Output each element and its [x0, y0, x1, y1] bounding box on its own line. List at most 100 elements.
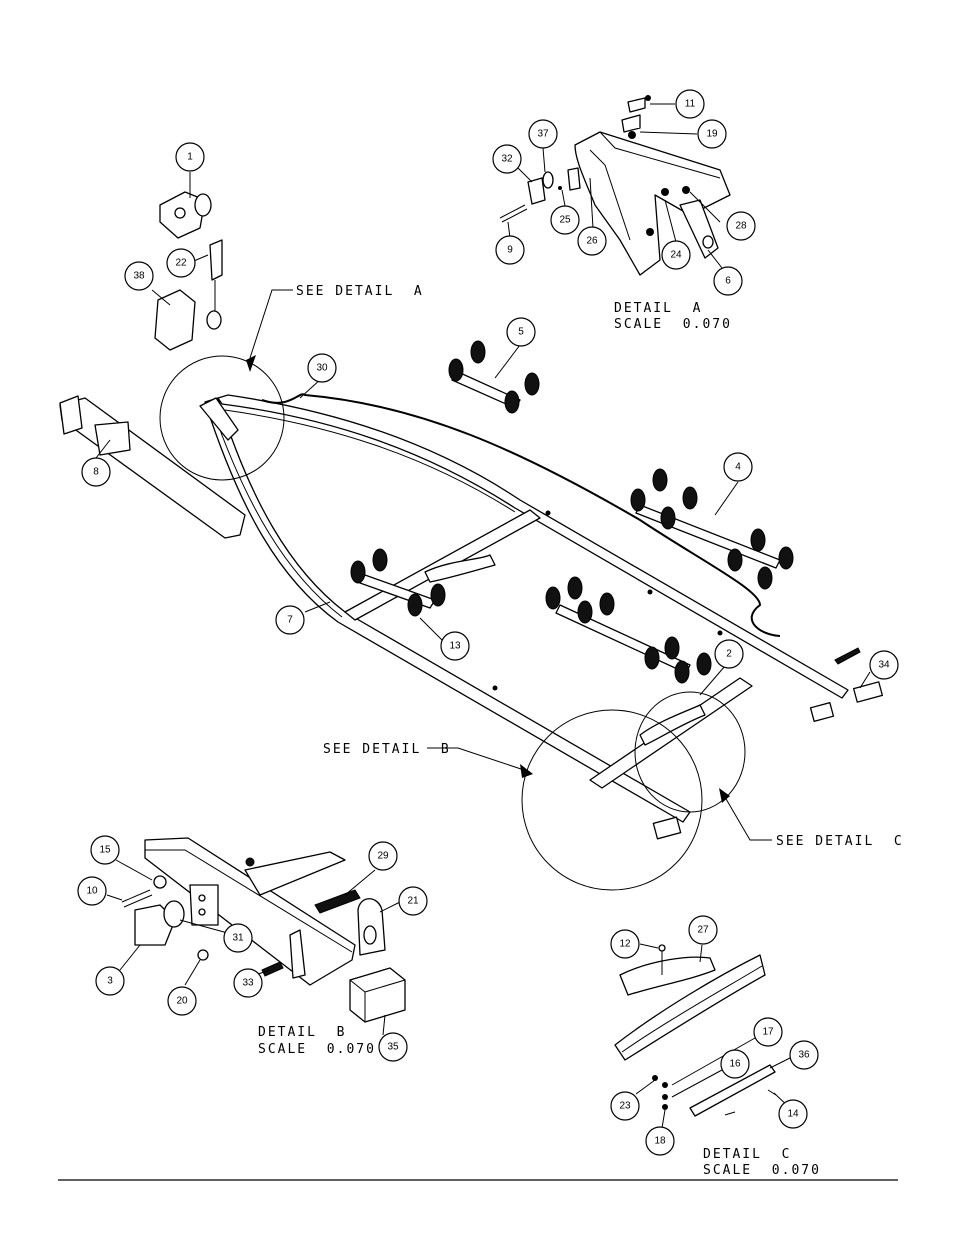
part-bubble-23: 23 [610, 1091, 640, 1121]
svg-text:19: 19 [706, 129, 718, 140]
detail-a-title: DETAIL A [614, 301, 702, 316]
svg-text:24: 24 [670, 250, 682, 261]
part-bubble-9: 9 [495, 235, 525, 265]
svg-text:37: 37 [537, 129, 549, 140]
svg-text:4: 4 [735, 462, 741, 473]
part-bubble-38: 38 [124, 261, 154, 291]
part-bubble-19: 19 [697, 119, 727, 149]
roller-assembly-center [545, 576, 712, 684]
svg-text:17: 17 [762, 1027, 774, 1038]
svg-text:22: 22 [175, 258, 187, 269]
part-bubble-27: 27 [688, 915, 718, 945]
svg-text:32: 32 [501, 154, 513, 165]
svg-text:38: 38 [133, 271, 145, 282]
svg-text:15: 15 [99, 845, 111, 856]
svg-text:31: 31 [232, 933, 244, 944]
part-bubble-11: 11 [675, 89, 705, 119]
part-bubble-31: 31 [223, 923, 253, 953]
part-bubble-25: 25 [550, 205, 580, 235]
winch-assembly [154, 191, 223, 351]
part-bubble-21: 21 [398, 886, 428, 916]
svg-text:8: 8 [93, 467, 99, 478]
detail-a-label: DETAIL A SCALE 0.070 [614, 301, 732, 332]
svg-text:25: 25 [559, 215, 571, 226]
part-bubble-15: 15 [90, 835, 120, 865]
leader-lines [95, 103, 871, 1129]
svg-text:13: 13 [449, 641, 461, 652]
detail-b-boundary [521, 709, 703, 891]
part-bubble-24: 24 [661, 240, 691, 270]
part-bubble-7: 7 [275, 605, 305, 635]
part-bubble-12: 12 [610, 929, 640, 959]
svg-text:2: 2 [726, 649, 732, 660]
part-bubble-4: 4 [723, 452, 753, 482]
detail-b-drawing [121, 837, 406, 1023]
svg-text:7: 7 [287, 615, 293, 626]
detail-c-title: DETAIL C [703, 1147, 791, 1162]
part-bubble-6: 6 [713, 266, 743, 296]
part-bubble-29: 29 [368, 841, 398, 871]
svg-text:21: 21 [407, 896, 419, 907]
callout-detail-c-text: SEE DETAIL C [776, 834, 904, 849]
part-bubble-20: 20 [167, 986, 197, 1016]
detail-c-boundary [634, 691, 746, 813]
svg-text:33: 33 [242, 978, 254, 989]
part-bubble-5: 5 [506, 317, 536, 347]
part-bubble-34: 34 [869, 650, 899, 680]
svg-text:11: 11 [685, 99, 696, 110]
roller-assembly-5 [448, 340, 540, 414]
svg-text:27: 27 [697, 925, 709, 936]
part-bubble-33: 33 [233, 968, 263, 998]
detail-c-scale: SCALE 0.070 [703, 1163, 821, 1178]
svg-text:12: 12 [619, 939, 631, 950]
svg-text:3: 3 [107, 976, 113, 987]
part-bubble-14: 14 [778, 1099, 808, 1129]
svg-text:6: 6 [725, 276, 731, 287]
svg-text:20: 20 [176, 996, 188, 1007]
detail-b-title: DETAIL B [258, 1025, 346, 1040]
detail-a-drawing [499, 95, 731, 276]
callout-detail-a: SEE DETAIL A [246, 284, 424, 372]
part-bubble-1: 1 [175, 142, 205, 172]
detail-c-drawing [614, 944, 777, 1117]
part-bubble-28: 28 [726, 211, 756, 241]
part-bubble-30: 30 [307, 353, 337, 383]
svg-text:14: 14 [787, 1109, 799, 1120]
svg-text:1: 1 [187, 152, 193, 163]
part-bubble-36: 36 [789, 1040, 819, 1070]
part-bubble-17: 17 [753, 1017, 783, 1047]
svg-text:18: 18 [654, 1136, 666, 1147]
part-bubble-8: 8 [81, 457, 111, 487]
part-bubble-16: 16 [720, 1049, 750, 1079]
svg-text:10: 10 [86, 886, 98, 897]
part-bubbles: 1 22 38 8 30 5 4 7 13 2 34 11 19 37 32 2… [77, 89, 899, 1156]
detail-b-label: DETAIL B SCALE 0.070 [258, 1025, 376, 1057]
svg-text:30: 30 [316, 363, 328, 374]
detail-b-scale: SCALE 0.070 [258, 1042, 376, 1057]
svg-text:35: 35 [387, 1042, 399, 1053]
roller-assembly-4 [630, 468, 794, 590]
svg-text:29: 29 [377, 851, 389, 862]
part-bubble-26: 26 [577, 226, 607, 256]
svg-text:36: 36 [798, 1050, 810, 1061]
part-bubble-32: 32 [492, 144, 522, 174]
callout-detail-c: SEE DETAIL C [719, 788, 904, 849]
svg-text:26: 26 [586, 236, 598, 247]
svg-text:9: 9 [507, 245, 513, 256]
part-bubble-35: 35 [378, 1032, 408, 1062]
svg-text:16: 16 [729, 1059, 741, 1070]
svg-text:23: 23 [619, 1101, 631, 1112]
trailer-frame [59, 393, 884, 840]
part-bubble-37: 37 [528, 119, 558, 149]
svg-text:34: 34 [878, 660, 890, 671]
callout-detail-b: SEE DETAIL B [323, 742, 533, 778]
part-bubble-22: 22 [166, 248, 196, 278]
svg-text:5: 5 [518, 327, 524, 338]
part-bubble-13: 13 [440, 631, 470, 661]
roller-assembly-left [350, 548, 446, 617]
part-bubble-10: 10 [77, 876, 107, 906]
detail-a-scale: SCALE 0.070 [614, 317, 732, 332]
callout-detail-a-text: SEE DETAIL A [296, 284, 424, 299]
